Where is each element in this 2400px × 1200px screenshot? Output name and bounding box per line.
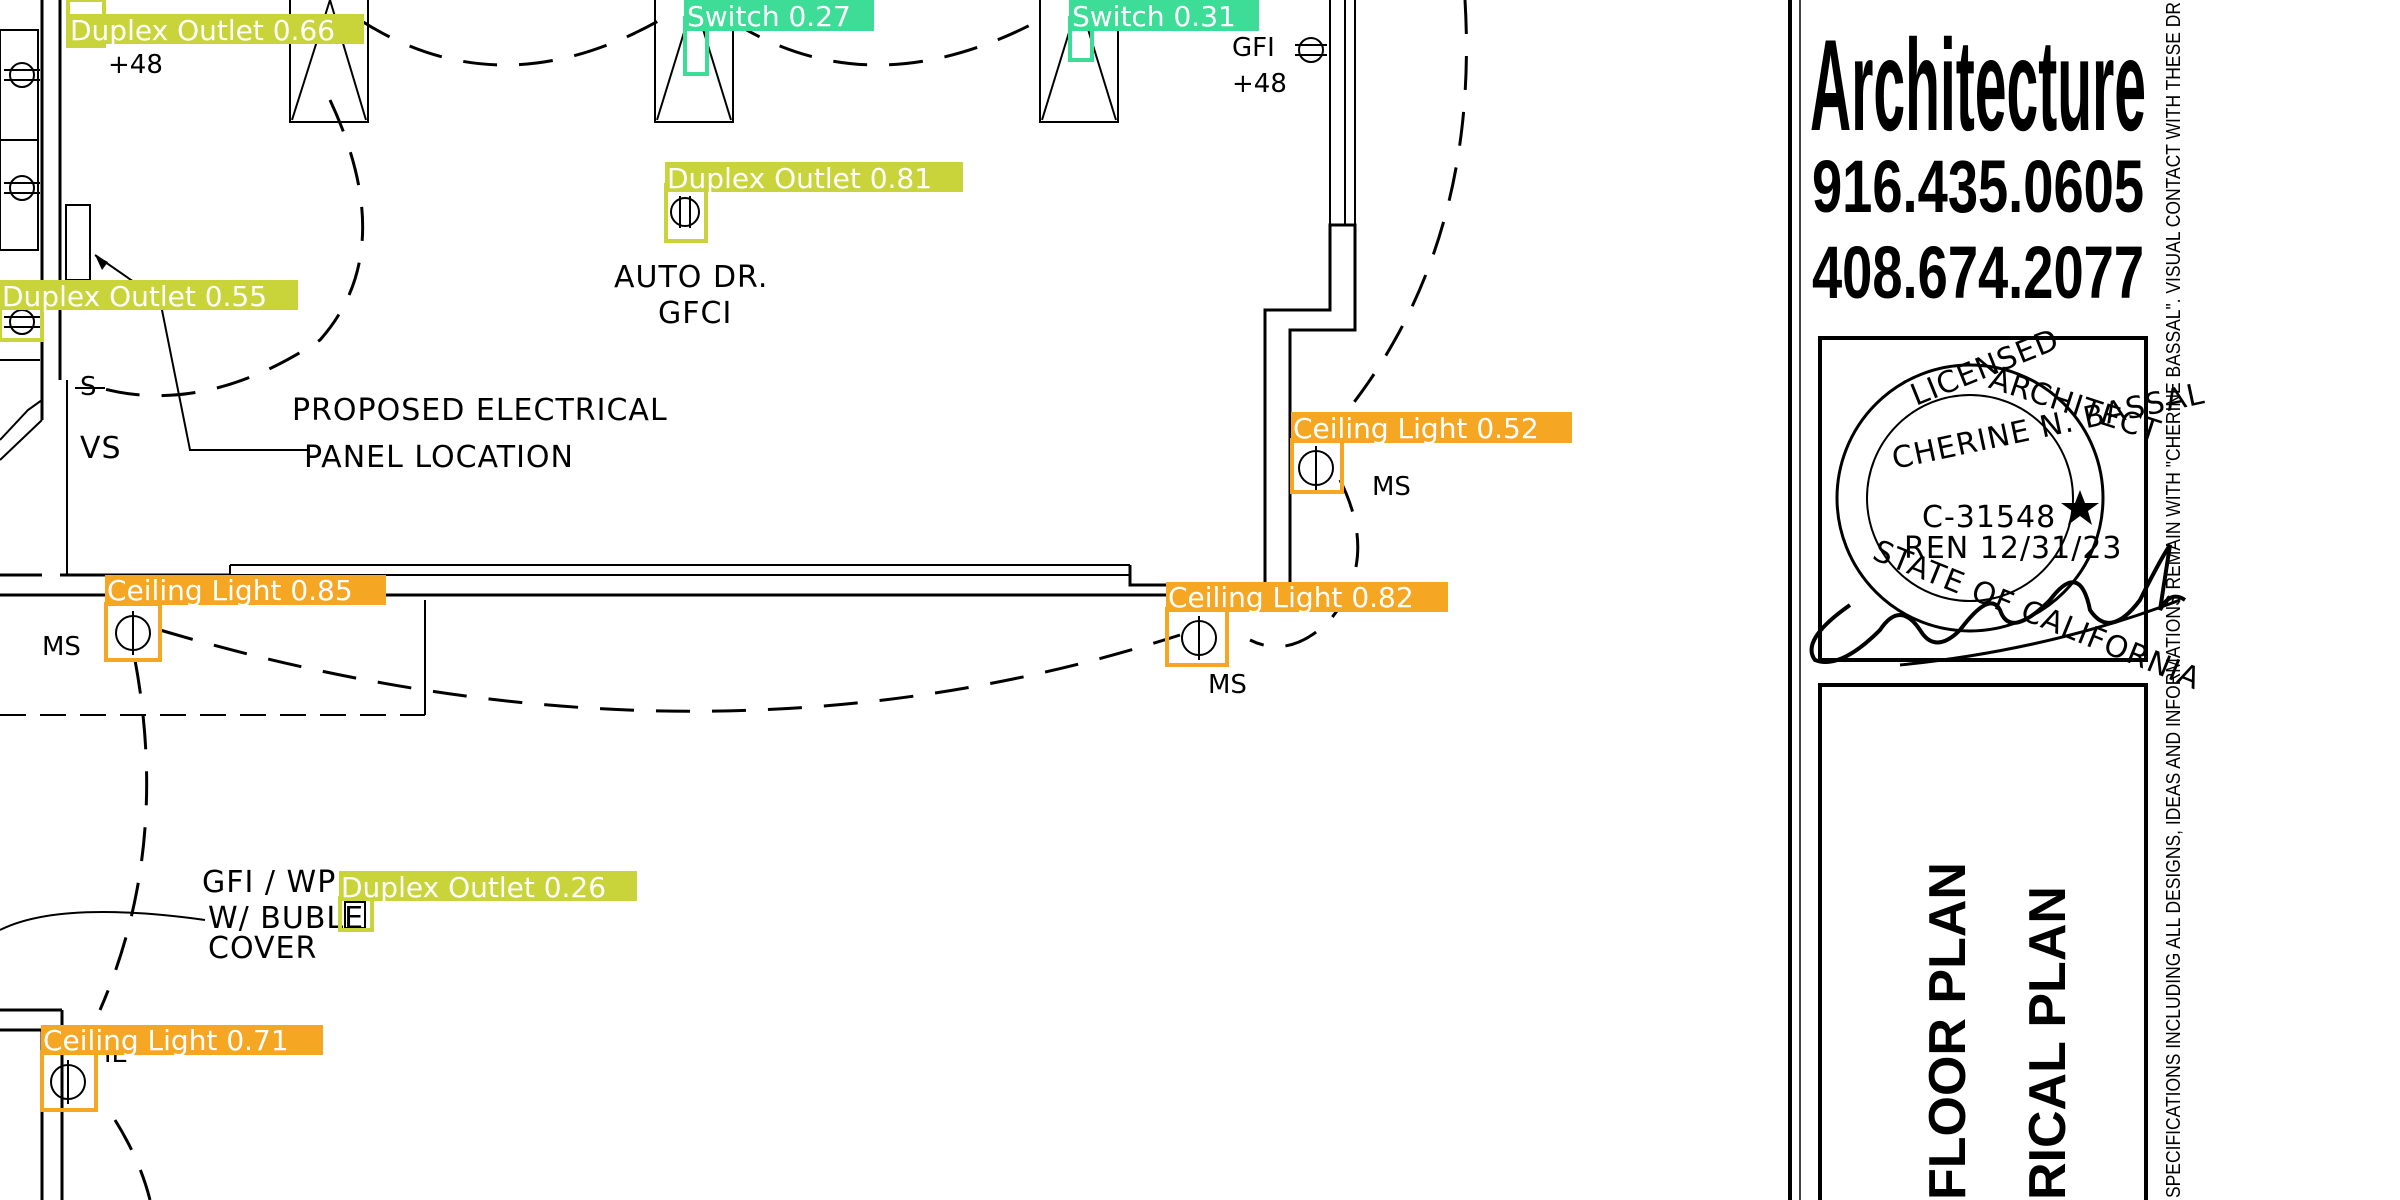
gfi-note: GFI	[1232, 33, 1275, 63]
gfi-wp-note: GFI / WP	[202, 865, 336, 900]
light-symbols	[50, 446, 1334, 1104]
detection-label: Switch 0.31	[1072, 0, 1236, 33]
motion-sensor-note: MS	[42, 632, 81, 662]
switch-detection[interactable]: Switch 0.31	[1068, 0, 1259, 62]
ceiling-light-detection[interactable]: Ceiling Light 0.52	[1290, 412, 1572, 494]
bubble-cover-note: W/ BUBLE	[208, 901, 364, 936]
ceiling-light-detection[interactable]: Ceiling Light 0.85	[104, 574, 386, 662]
firm-name: Architecture	[1810, 12, 2146, 158]
switch-detection[interactable]: Switch 0.27	[683, 0, 874, 76]
wall-outlet-symbol	[4, 175, 40, 201]
detection-label: Ceiling Light 0.52	[1293, 412, 1539, 445]
detection-label: Duplex Outlet 0.26	[341, 871, 606, 904]
detection-label: Switch 0.27	[687, 0, 851, 33]
ceiling-light-detection[interactable]: Ceiling Light 0.71	[40, 1024, 323, 1112]
detection-label: Duplex Outlet 0.66	[70, 14, 335, 47]
architect-stamp: LICENSED ARCHITECT CHERINE N. BASSAL C-3…	[1835, 322, 2208, 697]
detection-label: Duplex Outlet 0.81	[667, 162, 932, 195]
stamp-license-number: C-31548	[1922, 500, 2056, 535]
plan-labels: +48 GFI +48 AUTO DR. GFCI PROPOSED ELECT…	[42, 33, 1411, 1069]
ceiling-light-detection[interactable]: Ceiling Light 0.82	[1165, 581, 1448, 667]
duplex-outlet-detection[interactable]: Duplex Outlet 0.66	[66, 0, 364, 48]
switch-symbol: S	[75, 372, 105, 402]
circuit-arcs	[89, 0, 1468, 1200]
phone-number: 916.435.0605	[1812, 145, 2144, 228]
sheet-title: FLOOR PLAN	[1919, 862, 1977, 1200]
duplex-outlet-detection[interactable]: Duplex Outlet 0.26	[338, 871, 637, 932]
duplex-outlet-detection[interactable]: Duplex Outlet 0.81	[664, 162, 963, 243]
detection-label: Duplex Outlet 0.55	[2, 280, 267, 313]
duplex-outlet-detection[interactable]: Duplex Outlet 0.55	[0, 280, 298, 342]
cover-note: COVER	[208, 931, 317, 966]
height-note: +48	[108, 50, 163, 80]
panel-note-line-1: PROPOSED ELECTRICAL	[292, 393, 668, 428]
phone-number: 408.674.2077	[1812, 231, 2144, 314]
copyright-disclaimer: SPECIFICATIONS INCLUDING ALL DESIGNS, ID…	[2163, 2, 2185, 1198]
motion-sensor-note: MS	[1208, 670, 1247, 700]
detection-label: Ceiling Light 0.85	[107, 574, 353, 607]
outlet-symbols: S	[4, 37, 1327, 402]
vs-note: VS	[80, 431, 122, 466]
detection-overlays: Duplex Outlet 0.66 Switch 0.27 Switch 0.…	[0, 0, 1572, 1112]
ceiling-light-symbol	[1298, 446, 1334, 490]
wall-outlet-symbol	[4, 309, 40, 335]
height-note: +48	[1232, 69, 1287, 99]
auto-door-outlet-symbol	[670, 196, 700, 228]
stamp-renewal: REN 12/31/23	[1904, 531, 2123, 566]
detection-label: Ceiling Light 0.82	[1168, 581, 1414, 614]
architect-signature	[1809, 543, 2187, 667]
auto-door-note: AUTO DR.	[614, 260, 768, 295]
star-icon	[2061, 490, 2099, 525]
panel-note-line-2: PANEL LOCATION	[304, 440, 574, 475]
ceiling-light-symbol	[1181, 616, 1217, 660]
leader-lines	[0, 254, 310, 931]
detection-label: Ceiling Light 0.71	[43, 1024, 289, 1057]
gfci-note: GFCI	[658, 296, 732, 331]
motion-sensor-note: MS	[1372, 472, 1411, 502]
wall-outlet-symbol	[4, 62, 40, 88]
ceiling-light-symbol	[50, 1060, 86, 1104]
title-block: Architecture 916.435.0605 408.674.2077 L…	[1788, 0, 2208, 1200]
sheet-title: RICAL PLAN	[2019, 886, 2077, 1200]
gfi-outlet-symbol	[1295, 37, 1327, 63]
ceiling-light-symbol	[115, 611, 151, 655]
